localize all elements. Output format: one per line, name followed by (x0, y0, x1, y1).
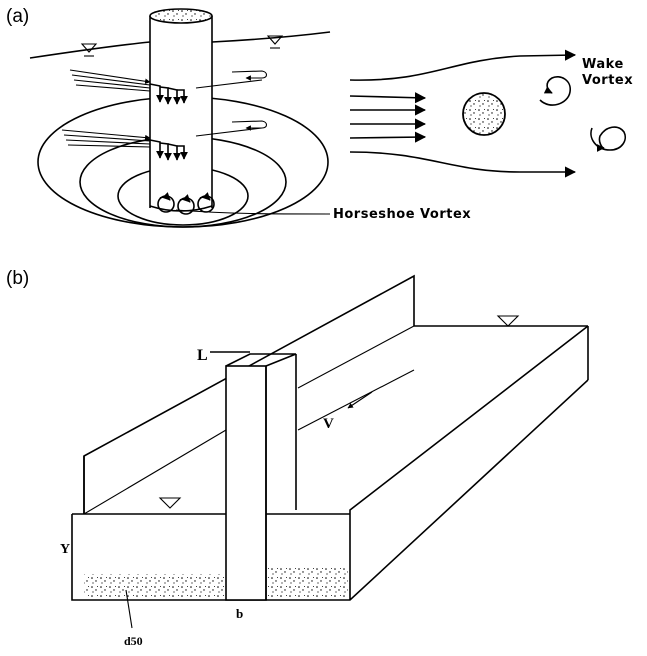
water-level-symbols-b (158, 315, 520, 509)
flume-front (71, 325, 589, 601)
panel-a-label: (a) (6, 6, 29, 27)
depth-label: Y (60, 542, 70, 557)
side-return-flow (195, 70, 268, 137)
grain-size-leader (125, 589, 133, 629)
pier-plan-view (462, 92, 506, 136)
sediment-bed (84, 568, 348, 598)
grain-size-label: d50 (124, 634, 143, 648)
water-surface-left (83, 429, 227, 515)
rectangular-pier (225, 353, 297, 601)
approach-flow-lower (61, 129, 188, 161)
velocity-arrow (347, 391, 373, 409)
pier-length-label: L (197, 347, 208, 364)
velocity-label: V (323, 416, 334, 432)
horseshoe-vortex-label: Horseshoe Vortex (333, 207, 471, 222)
wake-vortex-upper (539, 76, 571, 106)
pier-cylinder (149, 8, 213, 212)
width-label: b (236, 606, 243, 621)
panel-a: (a) (6, 6, 633, 228)
panel-b: (b) L (6, 268, 589, 648)
plan-view-flow (349, 49, 626, 178)
panel-b-label: (b) (6, 268, 29, 289)
approach-flow-upper (69, 69, 188, 105)
wake-vortex-lower (590, 126, 626, 152)
wake-vortex-label-1: Wake (582, 57, 624, 72)
horseshoe-leader (175, 209, 331, 215)
wake-vortex-label-2: Vortex (582, 73, 633, 88)
water-surface-right (297, 325, 415, 389)
